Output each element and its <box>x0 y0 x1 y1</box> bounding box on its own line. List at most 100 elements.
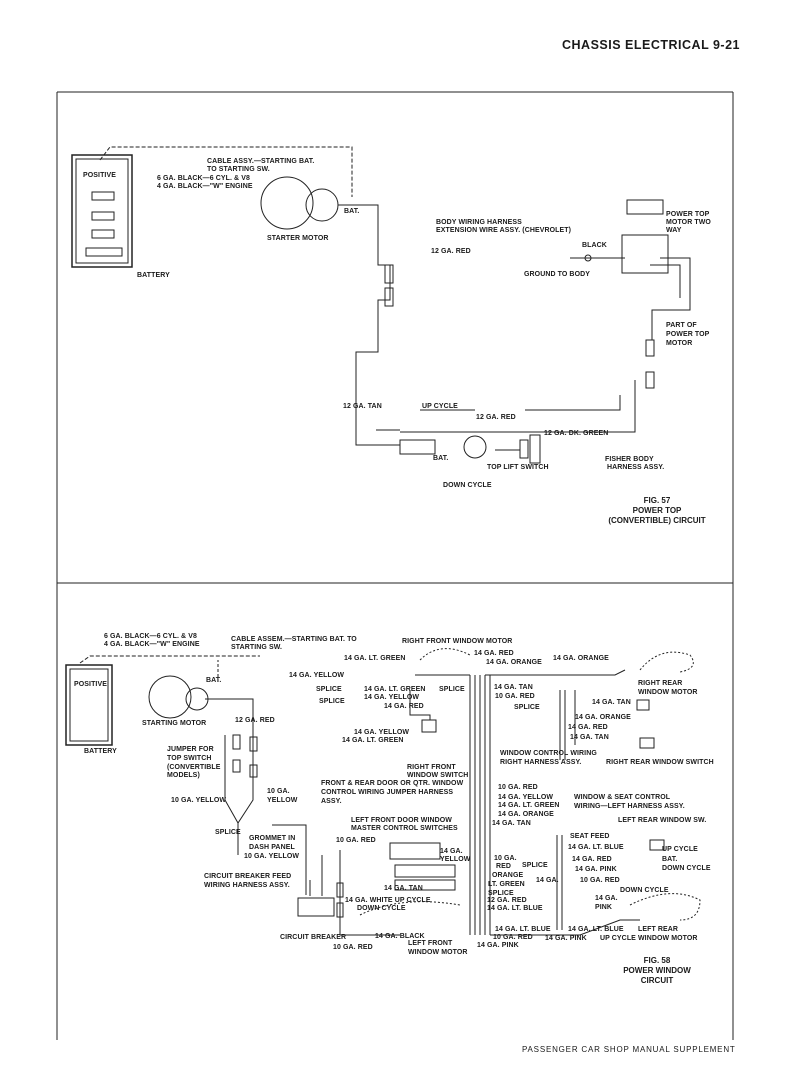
fig58-wire-label: ASSY. <box>321 796 342 805</box>
fig58-wire-label: WINDOW MOTOR <box>638 687 698 696</box>
fig57-wire-label: STARTER MOTOR <box>267 233 329 242</box>
fig58-wire-label: 14 GA. YELLOW <box>364 692 420 701</box>
figure-frame <box>56 91 734 1040</box>
fig57-wire-label: BAT. <box>344 206 360 215</box>
fig57-wire-label: PART OF <box>666 320 697 329</box>
fig58-wire-label: WIRING—LEFT HARNESS ASSY. <box>574 801 685 810</box>
fig57-wire-label: DOWN CYCLE <box>443 480 492 489</box>
page-header: CHASSIS ELECTRICAL 9-21 <box>562 38 740 52</box>
fig57-wire-label: BAT. <box>433 453 449 462</box>
fig58-wire-label: 14 GA. TAN <box>570 732 609 741</box>
fig57-wire-label: POSITIVE <box>83 170 116 179</box>
fig58-wire-label: 14 GA. TAN <box>494 682 533 691</box>
fig58-wire-label: 14 GA. LT. BLUE <box>495 924 551 933</box>
fig58-wires <box>79 655 665 936</box>
fig58-wire-label: 14 GA. <box>536 875 559 884</box>
fig58-caption-title: POWER WINDOW <box>623 966 691 975</box>
fig58-wire-label: MODELS) <box>167 770 200 779</box>
fig58-wire-label: 10 GA. RED <box>493 932 533 941</box>
fig58-wire-label: ORANGE <box>492 870 524 879</box>
fig58-wire-label: 14 GA. TAN <box>492 818 531 827</box>
fig58-battery <box>65 664 113 746</box>
fig58-wire-label: 4 GA. BLACK—"W" ENGINE <box>104 639 200 648</box>
fig58-wire-label: DASH PANEL <box>249 842 295 851</box>
fig58-wire-label: 14 GA. <box>440 846 463 855</box>
fig58-wire-label: CONTROL WIRING JUMPER HARNESS <box>321 787 454 796</box>
fig58-wire-label: 14 GA. ORANGE <box>553 653 609 662</box>
fig58-caption-subtitle: CIRCUIT <box>640 976 674 985</box>
fig58-wire-label: SPLICE <box>319 696 345 705</box>
fig58-wire-label: RIGHT HARNESS ASSY. <box>500 757 582 766</box>
fig58-wire-label: SPLICE <box>514 702 540 711</box>
fig58-wire-label: 10 GA. RED <box>336 835 376 844</box>
fig57-wires <box>99 146 691 464</box>
fig58-wire-label: FRONT & REAR DOOR OR QTR. WINDOW <box>321 778 464 787</box>
fig58-wire-label: CIRCUIT BREAKER <box>280 932 347 941</box>
fig58-wire-label: 10 GA. RED <box>495 691 535 700</box>
fig58-wire-label: DOWN CYCLE <box>620 885 669 894</box>
fig58-wire-label: RIGHT FRONT <box>407 762 456 771</box>
fig57-wire-label: MOTOR TWO <box>666 217 711 226</box>
fig58-wire-label: LEFT REAR WINDOW SW. <box>618 815 707 824</box>
fig58-wire-label: 14 GA. PINK <box>545 933 587 942</box>
fig58-wire-label: STARTING MOTOR <box>142 718 207 727</box>
right-front-window-motor <box>419 648 471 661</box>
fig58-wire-label: RIGHT REAR WINDOW SWITCH <box>606 757 714 766</box>
fig58-caption-number: FIG. 58 <box>643 956 671 965</box>
fig57-wire-label: 6 GA. BLACK—6 CYL. & V8 <box>157 173 250 182</box>
fig58-wire-label: BATTERY <box>84 746 117 755</box>
fig57-wire-label: MOTOR <box>666 338 693 347</box>
fig57-battery <box>71 154 133 268</box>
fig58-wire-label: 14 GA. LT. GREEN <box>344 653 406 662</box>
fig58-wire-label: 14 GA. YELLOW <box>354 727 410 736</box>
fig58-wire-label: 10 GA. YELLOW <box>244 851 300 860</box>
fig58-wire-label: MASTER CONTROL SWITCHES <box>351 823 458 832</box>
fig58-wire-label: RED <box>496 861 512 870</box>
left-rear-window-motor <box>629 893 701 921</box>
fig58-wire-label: 14 GA. LT. GREEN <box>498 800 560 809</box>
fig58-wire-label: UP CYCLE <box>600 933 636 942</box>
fig57-wire-label: BATTERY <box>137 270 170 279</box>
fig58-wire-label: WIRING HARNESS ASSY. <box>204 880 290 889</box>
fig58-wire-label: CIRCUIT BREAKER FEED <box>204 871 292 880</box>
fig57-wire-label: HARNESS ASSY. <box>607 462 665 471</box>
fig58-wire-label: POSITIVE <box>74 679 107 688</box>
fig58-wire-label: 12 GA. RED <box>235 715 275 724</box>
fig57-caption: FIG. 57 POWER TOP (CONVERTIBLE) CIRCUIT <box>592 496 722 526</box>
fig58-wire-label: WINDOW MOTOR <box>408 947 468 956</box>
fig57-wire-label: TO STARTING SW. <box>207 164 270 173</box>
fig58-wire-label: PINK <box>595 902 613 911</box>
fig58-wire-label: LEFT REAR <box>638 924 679 933</box>
fig58-wire-label: SPLICE <box>522 860 548 869</box>
fig58-wire-label: 10 GA. YELLOW <box>171 795 227 804</box>
fig58-wire-label: WINDOW MOTOR <box>638 933 698 942</box>
left-front-window-motor <box>359 901 461 916</box>
fig57-wire-label: WAY <box>666 225 682 234</box>
fig58-wire-label: WINDOW CONTROL WIRING <box>500 748 597 757</box>
fig58-wire-label: BAT. <box>662 854 678 863</box>
fig58-wire-label: YELLOW <box>440 854 471 863</box>
fig58-wire-label: 14 GA. RED <box>474 648 514 657</box>
fig58-wire-label: 10 GA. RED <box>580 875 620 884</box>
fig58-wire-label: 14 GA. LT. GREEN <box>364 684 426 693</box>
fig58-wire-label: 14 GA. LT. BLUE <box>487 903 543 912</box>
fig58-wire-label: 10 GA. <box>267 786 290 795</box>
fig57-wire-label: BLACK <box>582 240 607 249</box>
fig58-wire-label: 12 GA. RED <box>487 895 527 904</box>
fig58-wire-label: 14 GA. PINK <box>575 864 617 873</box>
fig58-wire-label: TOP SWITCH <box>167 753 212 762</box>
fig57-wire-label: POWER TOP <box>666 209 710 218</box>
fig57-wire-label: 12 GA. RED <box>476 412 516 421</box>
fig58-wire-label: 14 GA. PINK <box>477 940 519 949</box>
fig58-wire-label: 14 GA. LT. BLUE <box>568 842 624 851</box>
fig58-wire-label: 14 GA. <box>595 893 618 902</box>
fig57-wire-label: EXTENSION WIRE ASSY. (CHEVROLET) <box>436 225 572 234</box>
fig58-wire-label: SPLICE <box>215 827 241 836</box>
fig57-wire-label: 12 GA. TAN <box>343 401 382 410</box>
fig58-wire-label: 14 GA. ORANGE <box>486 657 542 666</box>
fig58-wire-label: LT. GREEN <box>488 879 525 888</box>
fig57-wire-label: FISHER BODY <box>605 454 654 463</box>
fig58-wire-label: SPLICE <box>439 684 465 693</box>
fig57-caption-subtitle: (CONVERTIBLE) CIRCUIT <box>608 516 706 525</box>
